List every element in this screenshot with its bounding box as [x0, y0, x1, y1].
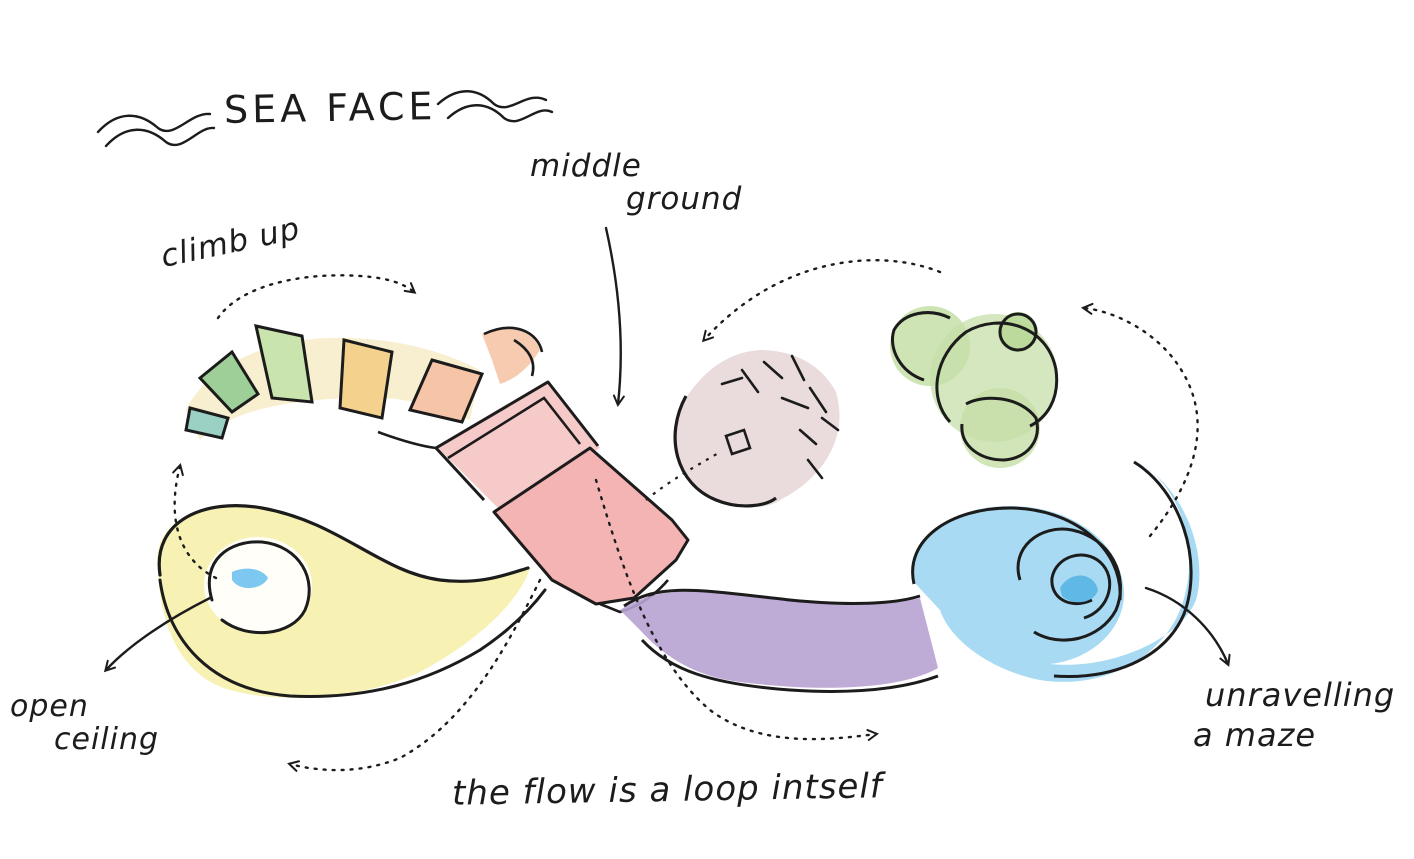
unravelling-maze-zone	[911, 460, 1200, 682]
unravelling-label-line2: a maze	[1193, 716, 1317, 754]
title-wave-left-icon	[96, 112, 216, 148]
green-to-circle-arrow	[701, 259, 942, 343]
open-ceiling-zone	[157, 504, 547, 698]
unravelling-maze-label: unravelling a maze	[1193, 675, 1396, 755]
inner-circle-zone	[645, 350, 840, 508]
unravelling-pointer	[1144, 586, 1231, 667]
middle-ground-zone	[434, 380, 690, 614]
loop-left-arrow	[287, 578, 542, 772]
climb-up-steps	[184, 324, 544, 450]
label-pointer-arrows	[103, 226, 1231, 673]
open-ceiling-label-line2: ceiling	[54, 722, 160, 757]
open-ceiling-label: open ceiling	[10, 690, 159, 756]
unravelling-label-line1: unravelling	[1205, 676, 1396, 714]
open-ceiling-up-arrow	[172, 463, 218, 580]
green-bubbles-zone	[890, 306, 1059, 468]
loop-right-arrow	[594, 478, 880, 741]
maze-up-arrow	[1080, 302, 1199, 538]
middle-ground-label: middle ground	[530, 150, 742, 215]
middle-ground-label-line1: middle	[530, 148, 642, 184]
diagram-title: SEA FACE	[223, 84, 437, 132]
middle-ground-label-line2: ground	[626, 180, 743, 217]
flow-arrows	[172, 259, 1199, 772]
purple-connector-zone	[620, 588, 939, 693]
open-ceiling-label-line1: open	[10, 689, 89, 724]
climb-up-arrow	[216, 274, 417, 320]
flow-caption: the flow is a loop intself	[451, 766, 884, 814]
open-ceiling-pointer	[103, 596, 212, 673]
title-wave-right-icon	[436, 90, 554, 123]
middle-ground-pointer	[604, 226, 625, 408]
